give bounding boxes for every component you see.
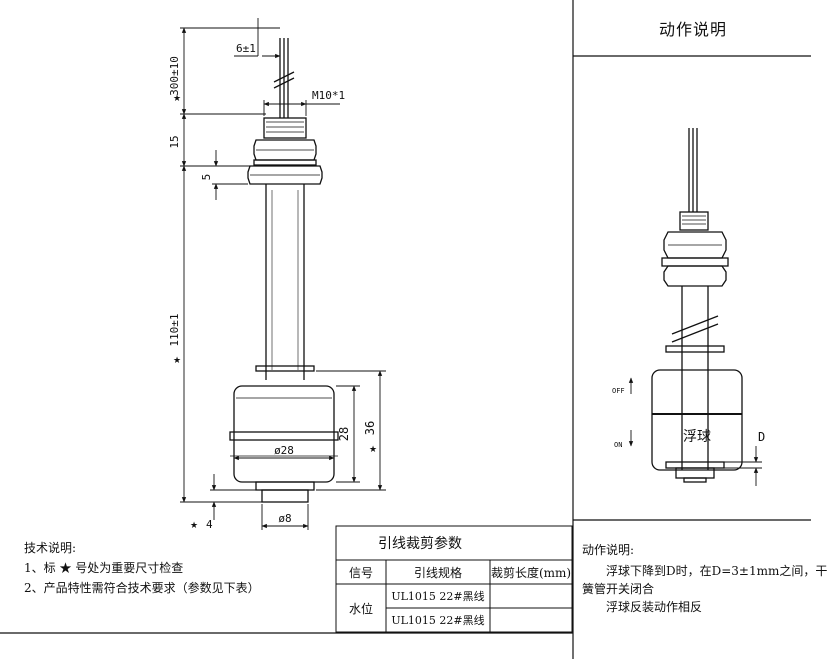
action-description-line: 簧管开关闭合 — [582, 582, 655, 596]
action-drawing — [651, 128, 743, 483]
star-mark: ★ — [173, 356, 181, 366]
dim-thread: M10*1 — [312, 89, 345, 102]
dim-float-height: 28 — [337, 427, 351, 441]
notes-heading: 技术说明: — [24, 541, 77, 555]
action-dimension-lines — [628, 377, 762, 486]
dim-flange-thickness: 5 — [200, 174, 213, 181]
dim-wire-strip: 6±1 — [236, 42, 256, 55]
star-mark: ★ — [190, 521, 198, 531]
dim-float-span: 36 — [363, 421, 377, 435]
technical-notes: 技术说明: 1、标 ★ 号处为重要尺寸检查 2、产品特性需符合技术要求（参数见下… — [24, 540, 260, 597]
note-item: 1、标 ★ 号处为重要尺寸检查 — [24, 561, 184, 575]
dim-cable-length: 300±10 — [168, 56, 181, 96]
action-description-heading: 动作说明: — [582, 543, 635, 557]
star-mark: ★ — [173, 94, 181, 104]
table-cell-spec: UL1015 22#黑线 — [391, 614, 485, 627]
action-description-line: 浮球反装动作相反 — [606, 600, 703, 614]
table-cell-spec: UL1015 22#黑线 — [391, 590, 485, 603]
action-panel-title: 动作说明 — [658, 20, 727, 39]
float-label: 浮球 — [683, 429, 711, 445]
dim-bottom-diameter: ø8 — [278, 512, 291, 525]
dim-total-length: 110±1 — [168, 313, 181, 346]
cut-table-grid — [335, 525, 573, 633]
action-description-line: 浮球下降到D时，在D=3±1mm之间，干 — [606, 564, 827, 578]
table-cell-length — [490, 584, 572, 608]
action-description: 动作说明: 浮球下降到D时，在D=3±1mm之间，干 簧管开关闭合 浮球反装动作… — [582, 541, 827, 616]
table-header-length: 裁剪长度(mm) — [490, 565, 572, 580]
action-labels: OFF ON 浮球 D — [612, 387, 765, 449]
dim-bottom-offset: 4 — [206, 518, 213, 531]
d-label: D — [758, 430, 765, 444]
dim-hex-height: 15 — [168, 135, 181, 148]
table-header-signal: 信号 — [348, 565, 373, 580]
on-label: ON — [614, 441, 622, 449]
note-item: 2、产品特性需符合技术要求（参数见下表） — [24, 581, 260, 595]
dimension-lines — [180, 18, 386, 530]
star-mark: ★ — [369, 445, 377, 455]
table-header-spec: 引线规格 — [413, 565, 462, 580]
table-cell-length — [490, 608, 572, 632]
table-cell-signal: 水位 — [348, 601, 373, 616]
dimension-labels: 300±10 6±1 M10*1 15 5 110±1 28 36 ø28 4 … — [168, 42, 377, 531]
cut-table-title: 引线裁剪参数 — [378, 535, 462, 552]
off-label: OFF — [612, 387, 625, 395]
dim-float-diameter: ø28 — [274, 444, 294, 457]
float-switch-drawing — [229, 38, 339, 503]
